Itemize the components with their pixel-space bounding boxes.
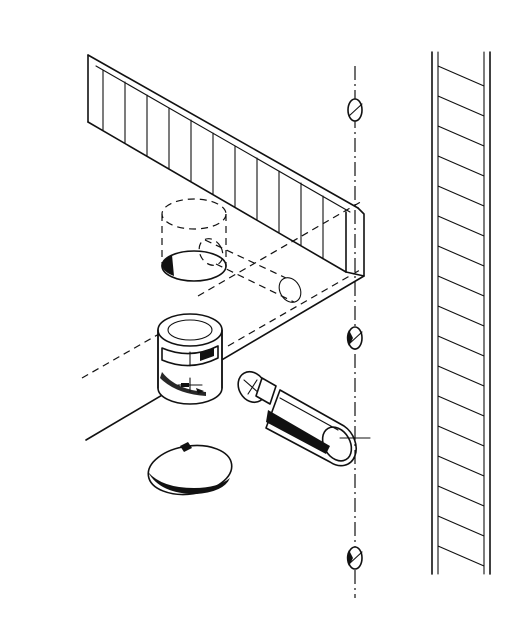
phillips-drive-icon — [177, 377, 204, 394]
bore-hole — [161, 198, 302, 303]
panel-hatching — [102, 69, 324, 260]
shelf-panel — [85, 54, 365, 441]
center-axis — [339, 66, 371, 598]
cover-cap — [147, 442, 233, 496]
section-hatching — [437, 65, 485, 567]
alignment-lines — [81, 199, 365, 379]
connecting-bolt — [237, 370, 357, 467]
side-panel-section — [431, 51, 491, 575]
cam-lock-housing — [157, 313, 223, 405]
